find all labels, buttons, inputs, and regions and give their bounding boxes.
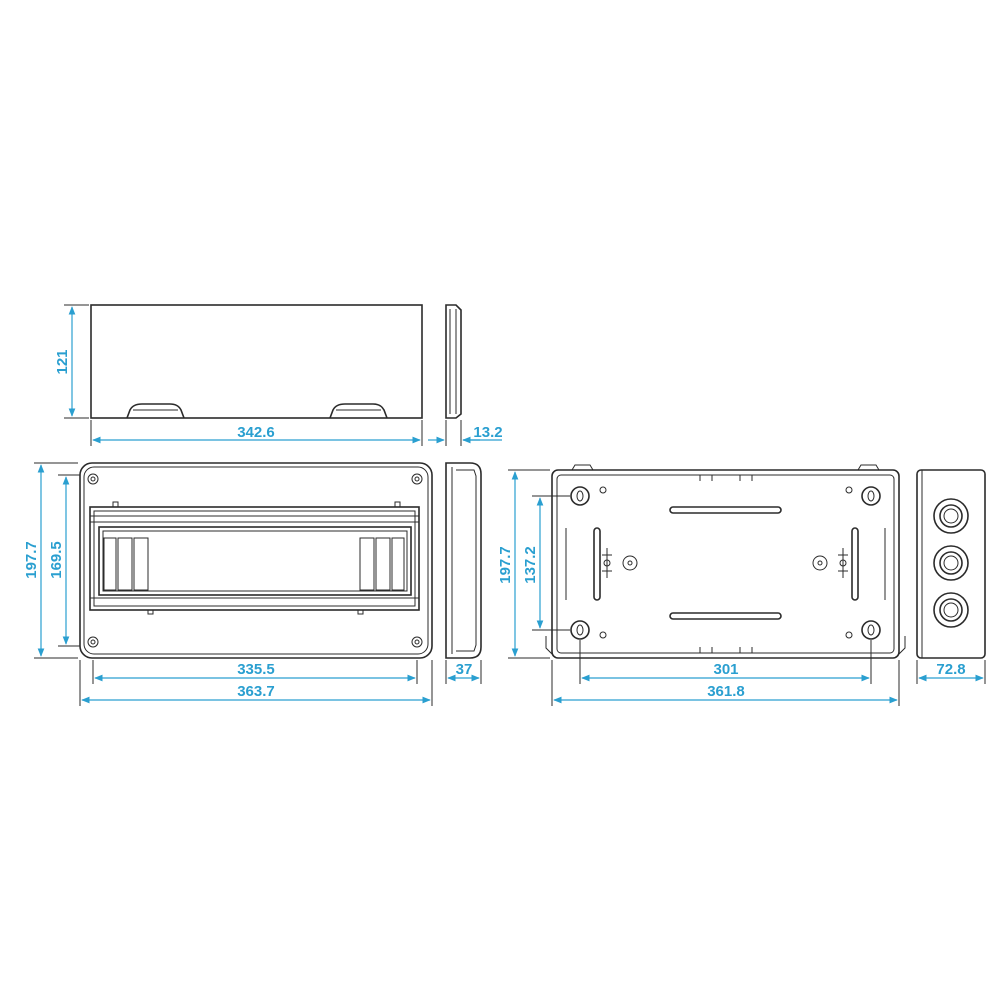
front-outer-height-dimension: 197.7 [23,462,78,659]
front-outer-height-label: 197.7 [23,541,40,579]
front-inner-width-dimension: 335.5 [92,660,418,684]
front-inner-width-label: 335.5 [237,661,275,678]
back-inner-height-label: 137.2 [522,546,539,584]
cover-height-label: 121 [54,349,71,374]
box-side-view [445,462,482,659]
cover-front-view [90,304,423,419]
cover-side-view [445,304,462,419]
front-inner-height-dimension: 169.5 [48,474,80,647]
box-front-view [79,462,433,659]
back-inner-height-dimension: 137.2 [522,495,570,631]
cable-gland-icon [933,498,969,628]
back-outer-width-dimension: 361.8 [551,660,900,706]
side-depth-dimension: 37 [445,660,482,684]
front-inner-height-label: 169.5 [48,541,65,579]
cover-depth-dimension: 13.2 [428,420,503,446]
back-inner-width-label: 301 [713,661,738,678]
box-back-view [545,464,906,659]
end-depth-dimension: 72.8 [916,660,986,684]
cover-height-dimension: 121 [54,304,89,419]
screw-icon [87,473,423,648]
box-end-view [916,469,986,659]
mounting-hole-icon [570,486,881,640]
front-outer-width-label: 363.7 [237,683,275,700]
end-depth-label: 72.8 [936,661,965,678]
back-outer-height-dimension: 197.7 [497,469,550,659]
cover-width-dimension: 342.6 [90,420,423,446]
cover-depth-label: 13.2 [473,424,502,441]
cover-width-label: 342.6 [237,424,275,441]
back-outer-width-label: 361.8 [707,683,745,700]
back-inner-width-dimension: 301 [579,640,872,684]
side-depth-label: 37 [456,661,473,678]
front-outer-width-dimension: 363.7 [79,660,433,706]
back-outer-height-label: 197.7 [497,546,514,584]
